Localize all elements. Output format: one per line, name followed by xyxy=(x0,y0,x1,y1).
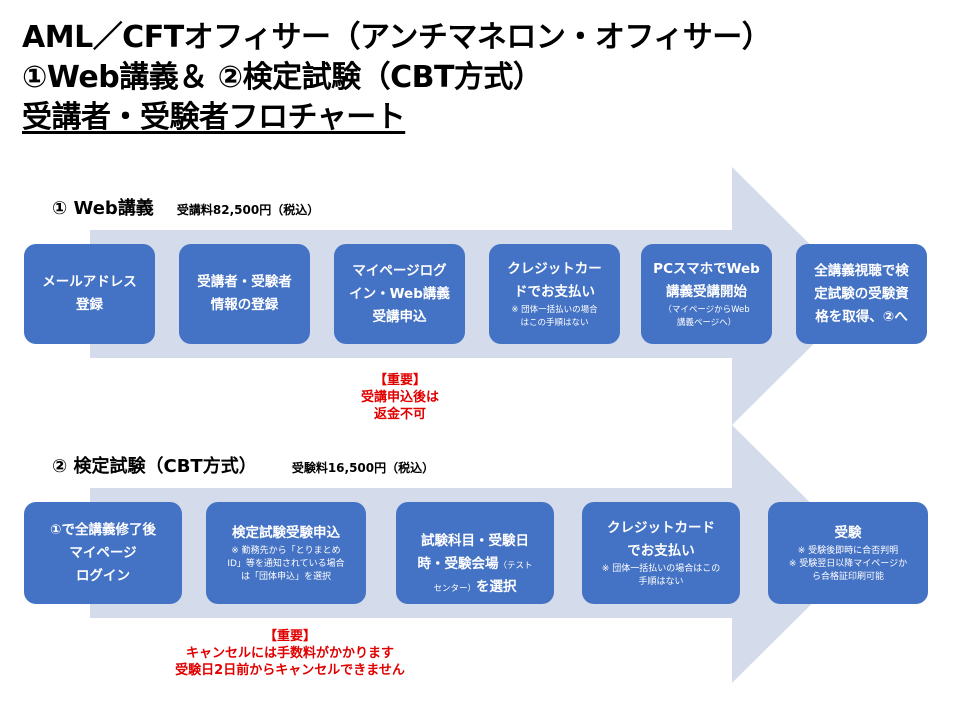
section2-fee: 受験料16,500円（税込） xyxy=(291,461,435,475)
step2-5-take-exam: 受験 ※ 受験後即時に合否判明 ※ 受験翌日以降マイページか ら合格証印刷可能 xyxy=(768,502,928,604)
step-label: メールアドレス 登録 xyxy=(42,274,137,313)
step-note: （マイページからWeb 講義ページへ） xyxy=(663,305,750,328)
step-label: ①で全講義修了後 マイページ ログイン xyxy=(50,521,156,584)
step-label: 全講義視聴で検 定試験の受験資 格を取得、②へ xyxy=(814,262,909,325)
step2-3-select-subject-date-venue: 試験科目・受験日 時・受験会場（テスト センター）を選択 xyxy=(396,502,554,604)
section2-title: ② 検定試験（CBT方式） xyxy=(52,456,257,477)
step-note: ※ 受験後即時に合否判明 ※ 受験翌日以降マイページか ら合格証印刷可能 xyxy=(788,546,908,582)
title-line-1: AML／CFTオフィサー（アンチマネロン・オフィサー） xyxy=(22,20,772,55)
step-label: 検定試験受験申込 xyxy=(232,525,340,541)
section1-fee: 受講料82,500円（税込） xyxy=(176,203,320,217)
step1-5-start-lecture: PCスマホでWeb 講義受講開始 （マイページからWeb 講義ページへ） xyxy=(641,244,772,344)
section1-warning: 【重要】 受講申込後は 返金不可 xyxy=(360,373,439,422)
step-label-tail: を選択 xyxy=(476,579,517,595)
step-inline-note: （テスト センター） xyxy=(433,561,533,594)
web-lecture-arrow xyxy=(90,167,862,425)
step-note: ※ 団体一括払いの場合 はこの手順はない xyxy=(511,305,598,328)
step-label: 試験科目・受験日 時・受験会場（テスト センター）を選択 xyxy=(417,507,532,599)
step1-6-qualify-exam: 全講義視聴で検 定試験の受験資 格を取得、②へ xyxy=(796,244,927,344)
section2-header: ② 検定試験（CBT方式） 受験料16,500円（税込） xyxy=(52,452,434,478)
title-line-3: 受講者・受験者フロチャート xyxy=(22,100,406,135)
step-note: ※ 団体一括払いの場合はこの 手順はない xyxy=(601,564,721,587)
step1-2-user-info-registration: 受講者・受験者 情報の登録 xyxy=(179,244,310,344)
step2-4-credit-payment: クレジットカード でお支払い ※ 団体一括払いの場合はこの 手順はない xyxy=(582,502,740,604)
step1-3-mypage-login-apply: マイページログ イン・Web講義 受講申込 xyxy=(334,244,465,344)
title-line-2: ①Web講義＆ ②検定試験（CBT方式） xyxy=(22,60,543,95)
step2-1-mypage-login: ①で全講義修了後 マイページ ログイン xyxy=(24,502,182,604)
step1-4-credit-payment: クレジットカー ドでお支払い ※ 団体一括払いの場合 はこの手順はない xyxy=(489,244,620,344)
step-label: クレジットカー ドでお支払い xyxy=(507,261,602,300)
step1-1-email-registration: メールアドレス 登録 xyxy=(24,244,155,344)
page-title: AML／CFTオフィサー（アンチマネロン・オフィサー） ①Web講義＆ ②検定試… xyxy=(22,18,772,138)
step-note: ※ 勤務先から「とりまとめ ID」等を通知されている場合 は「団体申込」を選択 xyxy=(227,546,345,582)
section1-header: ① Web講義 受講料82,500円（税込） xyxy=(52,194,319,220)
step-label: 受験 xyxy=(834,525,862,541)
section2-warning: 【重要】 キャンセルには手数料がかかります 受験日2日前からキャンセルできません xyxy=(175,629,405,678)
section1-title: ① Web講義 xyxy=(52,198,154,219)
step-label-main: 試験科目・受験日 時・受験会場 xyxy=(417,533,529,572)
step-label: 受講者・受験者 情報の登録 xyxy=(197,274,292,313)
step-label: クレジットカード でお支払い xyxy=(607,520,715,559)
step-label: マイページログ イン・Web講義 受講申込 xyxy=(349,262,450,325)
step-label: PCスマホでWeb 講義受講開始 xyxy=(653,261,760,300)
step2-2-exam-application: 検定試験受験申込 ※ 勤務先から「とりまとめ ID」等を通知されている場合 は「… xyxy=(206,502,366,604)
